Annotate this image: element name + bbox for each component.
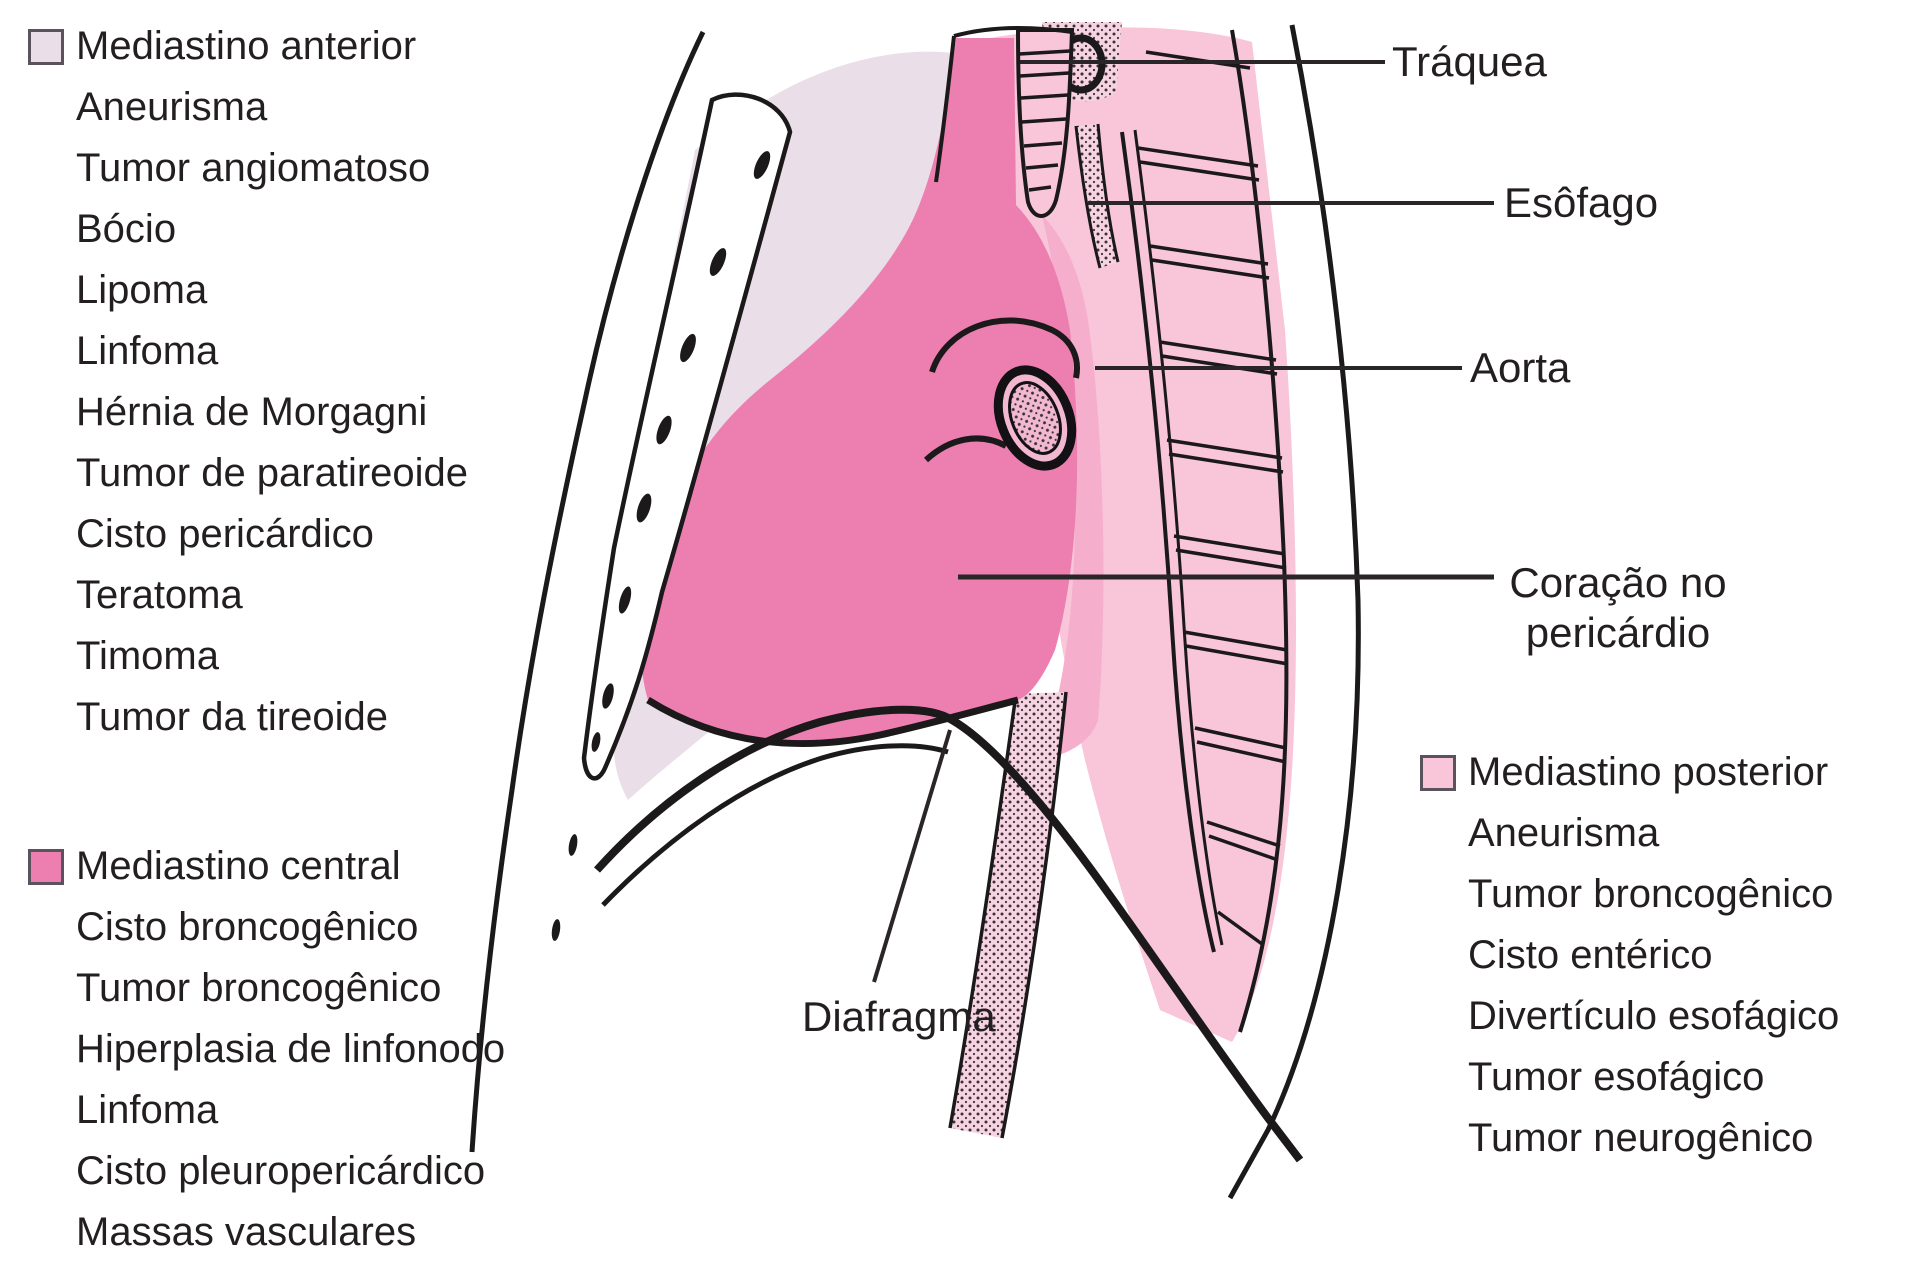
legend-item: Timoma xyxy=(76,634,219,678)
esophagus-upper xyxy=(1074,123,1120,269)
leader-lines xyxy=(872,60,1494,983)
anterior-swatch xyxy=(28,28,64,65)
legend-item: Linfoma xyxy=(76,329,219,373)
legend-title: Mediastino posterior xyxy=(1468,750,1829,794)
legend-item: Tumor neurogênico xyxy=(1468,1116,1814,1160)
heart-details xyxy=(646,35,1080,747)
legend-item: Divertículo esofágico xyxy=(1468,994,1840,1038)
atrial-appendage-arc xyxy=(923,435,1008,463)
legend-item: Tumor esofágico xyxy=(1468,1055,1765,1099)
chest-contour xyxy=(469,30,706,1153)
costal-cartilage-marks xyxy=(551,151,771,941)
label-aorta: Aorta xyxy=(1470,344,1571,391)
diafragma-leader-line xyxy=(872,729,952,983)
legend-item: Tumor de paratireoide xyxy=(76,451,469,495)
label-traquea: Tráquea xyxy=(1392,38,1547,85)
trachea xyxy=(953,25,1075,218)
tracheal-rings xyxy=(1018,49,1071,192)
legend-title: Mediastino anterior xyxy=(76,24,417,68)
legend-title: Mediastino central xyxy=(76,844,401,888)
vertebral-column xyxy=(1120,29,1289,1033)
legend-item: Cisto pericárdico xyxy=(76,512,374,556)
sternum xyxy=(581,92,793,781)
descending-aorta-band xyxy=(1040,215,1104,760)
legend-item: Linfoma xyxy=(76,1088,219,1132)
legend-item: Cisto broncogênico xyxy=(76,905,419,949)
legend-item: Cisto pleuropericárdico xyxy=(76,1149,486,1193)
legend-item: Cisto entérico xyxy=(1468,933,1713,977)
legend-item: Tumor da tireoide xyxy=(76,695,388,739)
legend-item: Hérnia de Morgagni xyxy=(76,390,428,434)
pulmonary-artery-arc xyxy=(929,317,1080,379)
legend-item: Tumor broncogênico xyxy=(76,966,442,1010)
legend-item: Teratoma xyxy=(76,573,243,617)
legend-item: Bócio xyxy=(76,207,177,251)
legend-item: Lipoma xyxy=(76,268,208,312)
legend-item: Hiperplasia de linfonodo xyxy=(76,1027,506,1071)
label-coracao-no-pericardio: Coração no pericárdio xyxy=(1509,559,1727,656)
label-diafragma: Diafragma xyxy=(802,993,996,1040)
legend-item: Tumor angiomatoso xyxy=(76,146,431,190)
label-esofago: Esôfago xyxy=(1504,179,1659,226)
diaphragm xyxy=(594,705,1304,1163)
central-swatch xyxy=(28,848,64,885)
back-contour xyxy=(1227,24,1361,1200)
pericardium-base-line xyxy=(646,696,1019,747)
esophagus-lower xyxy=(948,691,1068,1139)
legend-item: Tumor broncogênico xyxy=(1468,872,1834,916)
aorta-root-ring xyxy=(993,365,1077,471)
posterior-swatch xyxy=(1420,754,1456,791)
heart-central-mediastinum xyxy=(640,38,1078,744)
legend-item: Aneurisma xyxy=(76,85,268,129)
legend-item: Massas vasculares xyxy=(76,1210,417,1254)
legend-item: Aneurisma xyxy=(1468,811,1660,855)
